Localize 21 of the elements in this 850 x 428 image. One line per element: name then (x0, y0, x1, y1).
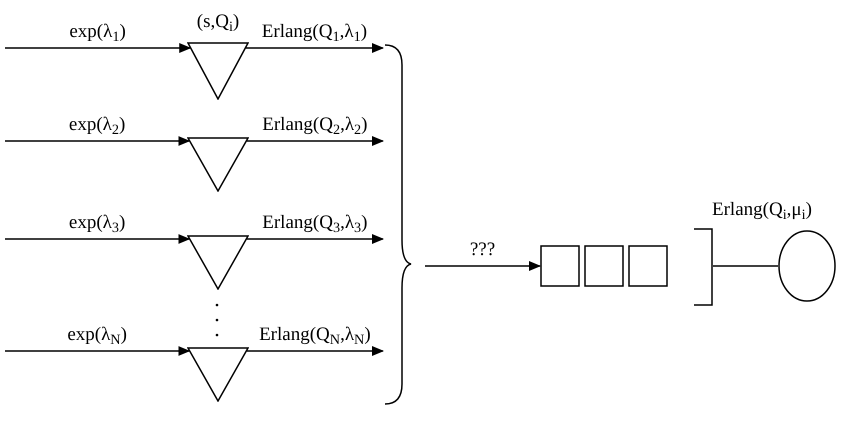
node-caption: (s,Q$_{i}$) (196, 10, 240, 36)
edge-label: Erlang(Q$_{1}$,λ$_{1}$) (262, 22, 368, 41)
arrow (246, 136, 384, 146)
arrow (425, 261, 541, 271)
edge-label: exp(λ$_{1}$) (69, 22, 126, 41)
edge-label: ??? (470, 240, 496, 259)
edge-label: Erlang(Q$_{N}$,λ$_{N}$) (259, 325, 371, 344)
arrow (5, 43, 192, 53)
arrow (246, 43, 384, 53)
edge-label: exp(λ$_{N}$) (67, 325, 127, 344)
arrow (5, 136, 190, 146)
arrow (5, 234, 190, 244)
arrow (246, 346, 384, 356)
distribution-label: Erlang(Q$_{i}$,μ$_{i}$) (712, 198, 812, 224)
arrow (5, 346, 190, 356)
connector-line (713, 265, 778, 267)
edge-label: Erlang(Q$_{2}$,λ$_{2}$) (262, 115, 368, 134)
edge-label: exp(λ$_{3}$) (68, 213, 126, 232)
arrow (246, 234, 384, 244)
edge-label: exp(λ$_{2}$) (68, 115, 126, 134)
edge-label: Erlang(Q$_{3}$,λ$_{3}$) (262, 213, 368, 232)
